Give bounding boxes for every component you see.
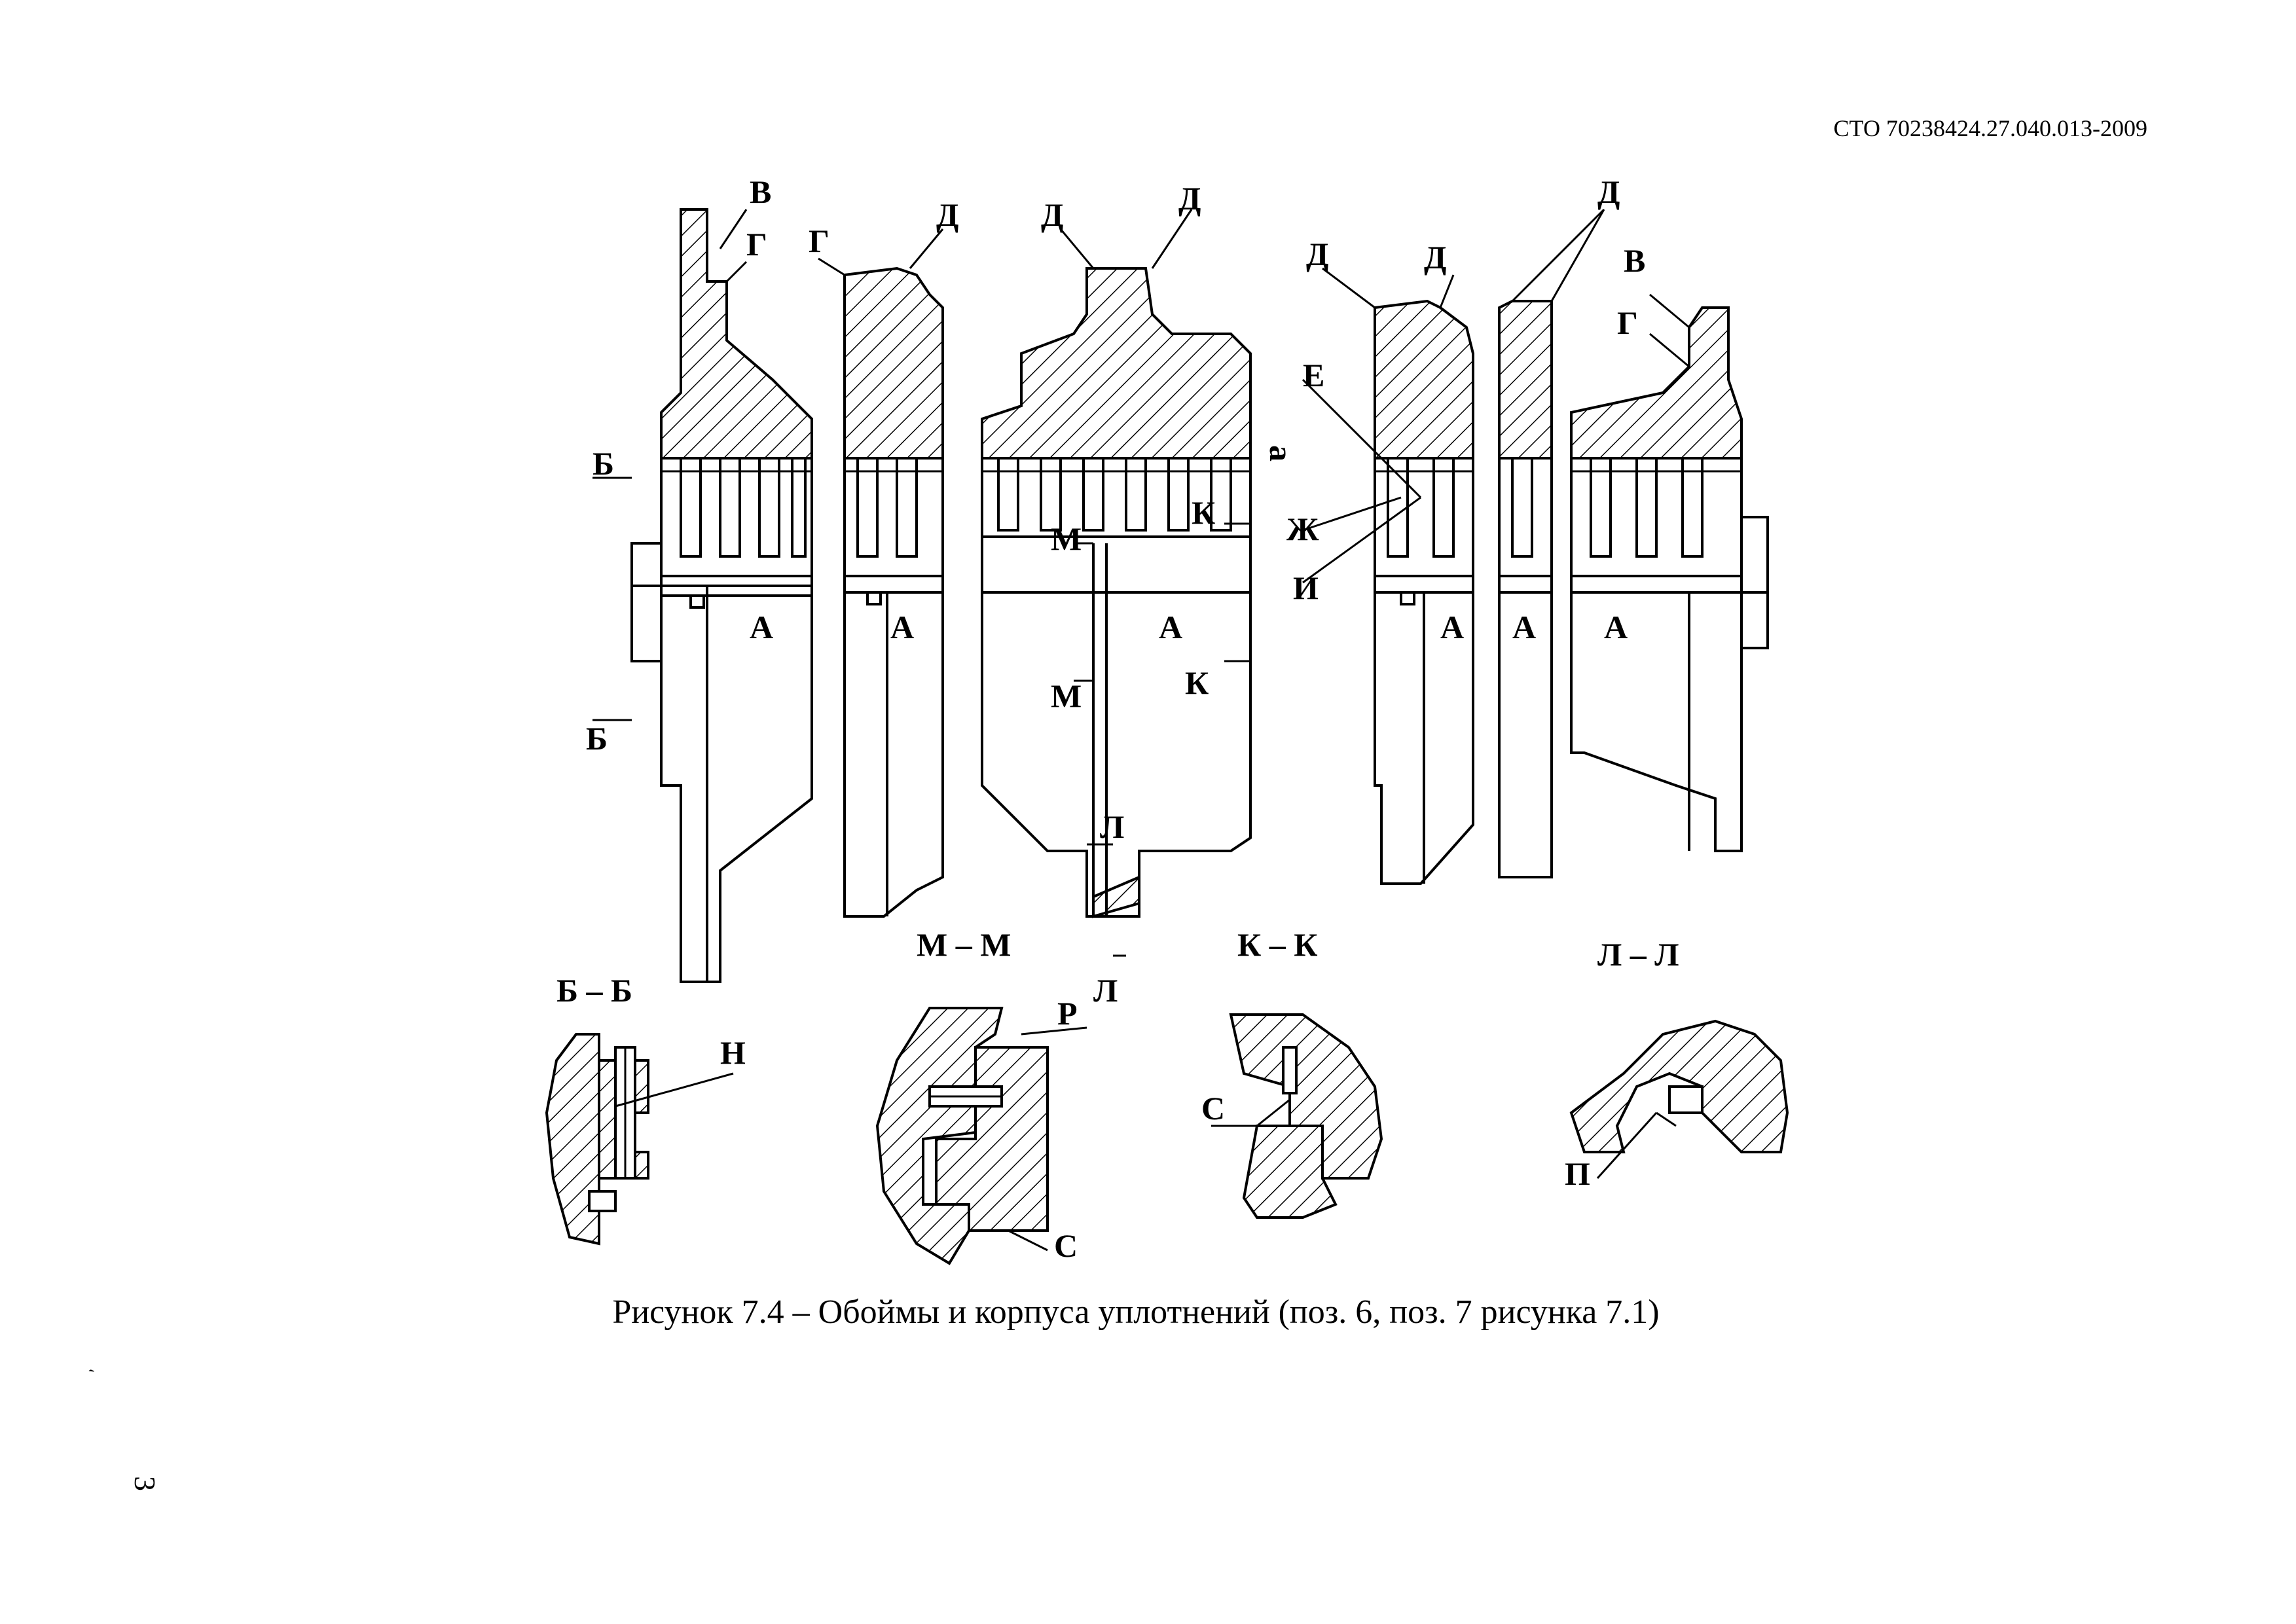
document-code: СТО 70238424.27.040.013-2009 bbox=[1833, 115, 2147, 141]
label-v-left: В bbox=[750, 173, 771, 210]
label-a-1: А bbox=[750, 609, 773, 645]
section-title-mm: М – М bbox=[917, 926, 1011, 963]
label-s-mm: С bbox=[1054, 1227, 1078, 1264]
part-4-holder bbox=[1374, 299, 1474, 885]
label-m-bottom: М bbox=[1051, 677, 1082, 714]
label-a-2: А bbox=[890, 609, 914, 645]
label-g-right: Г bbox=[1617, 304, 1638, 341]
label-d-3b: Д bbox=[1178, 180, 1201, 217]
label-m-top: М bbox=[1051, 520, 1082, 557]
part-5-holder bbox=[1498, 300, 1553, 878]
label-a-3: А bbox=[1159, 609, 1182, 645]
label-d-5: Д bbox=[1597, 173, 1620, 210]
label-e: Е bbox=[1303, 357, 1324, 393]
label-r: Р bbox=[1057, 995, 1078, 1032]
section-title-ll: Л – Л bbox=[1597, 936, 1679, 973]
label-s-kk: С bbox=[1201, 1090, 1225, 1127]
leader-lines bbox=[592, 208, 1690, 957]
label-a-6: А bbox=[1604, 609, 1628, 645]
label-n: Н bbox=[720, 1034, 746, 1071]
part-1-holder bbox=[630, 208, 813, 983]
section-title-bb: Б – Б bbox=[556, 972, 632, 1009]
section-bb: Н bbox=[545, 1033, 746, 1246]
part-6-holder bbox=[1570, 306, 1769, 852]
label-a-5: А bbox=[1512, 609, 1536, 645]
figure-caption: Рисунок 7.4 – Обоймы и корпуса уплотнени… bbox=[612, 1293, 1660, 1331]
label-g-left: Г bbox=[746, 226, 767, 262]
label-l-bottom: Л bbox=[1093, 972, 1118, 1009]
part-3-holder bbox=[981, 267, 1252, 918]
callout-labels: В Г Г Д Д Д Д Д Д В Г Е Ж И a Б Б А А А … bbox=[586, 173, 1645, 1009]
label-a-4: А bbox=[1440, 609, 1464, 645]
label-i: И bbox=[1293, 569, 1319, 606]
label-p: П bbox=[1565, 1155, 1590, 1192]
label-d-4a: Д bbox=[1306, 236, 1328, 272]
label-k-bottom: К bbox=[1185, 664, 1209, 701]
label-b-bottom: Б bbox=[586, 720, 608, 757]
section-title-kk: К – К bbox=[1237, 926, 1318, 963]
page-number: 3 bbox=[128, 1476, 162, 1491]
part-2-holder bbox=[843, 266, 944, 918]
label-d-3a: Д bbox=[1041, 196, 1063, 233]
label-b-top: Б bbox=[592, 445, 614, 482]
label-a-small: a bbox=[1263, 445, 1300, 461]
section-ll: П bbox=[1565, 1019, 1789, 1192]
label-l-top: Л bbox=[1100, 808, 1124, 845]
label-d-2: Д bbox=[936, 196, 958, 233]
label-d-4b: Д bbox=[1424, 239, 1446, 276]
label-v-right: В bbox=[1624, 242, 1645, 279]
section-kk: С bbox=[1201, 1013, 1383, 1219]
label-g-2: Г bbox=[809, 223, 829, 259]
section-titles: Б – Б М – М К – К Л – Л bbox=[556, 926, 1679, 1009]
label-zh: Ж bbox=[1286, 511, 1319, 547]
label-k-top: К bbox=[1192, 494, 1215, 531]
section-mm: Р С bbox=[875, 995, 1087, 1265]
